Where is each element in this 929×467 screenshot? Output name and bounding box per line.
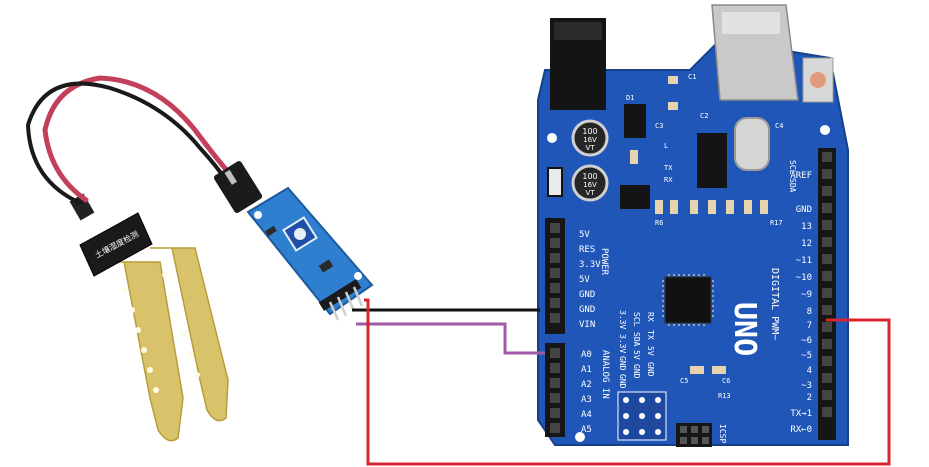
svg-text:R17: R17 bbox=[770, 219, 783, 227]
svg-text:5V: 5V bbox=[646, 346, 655, 356]
svg-text:A2: A2 bbox=[581, 380, 592, 390]
svg-text:RX: RX bbox=[646, 312, 655, 322]
svg-text:SDA: SDA bbox=[788, 178, 797, 193]
module-pins bbox=[328, 286, 364, 321]
svg-text:~11: ~11 bbox=[796, 256, 812, 266]
svg-text:~10: ~10 bbox=[796, 273, 812, 283]
analog-header-title: ANALOG IN bbox=[600, 350, 610, 399]
probe-dots bbox=[122, 272, 200, 393]
electrolytic-capacitor-1: 100 16V VT bbox=[571, 119, 609, 157]
svg-text:5V: 5V bbox=[579, 230, 590, 240]
svg-text:100: 100 bbox=[582, 172, 597, 181]
mid-pin-labels: RX TX 5V GND SCL SDA 5V GND 3.3V 3.3V GN… bbox=[618, 310, 655, 389]
svg-text:C4: C4 bbox=[775, 122, 783, 130]
crystal-oscillator bbox=[734, 117, 770, 171]
svg-text:R6: R6 bbox=[655, 219, 663, 227]
svg-text:13: 13 bbox=[801, 222, 812, 232]
icsp-label: ICSP bbox=[718, 424, 727, 443]
svg-text:3.3V: 3.3V bbox=[579, 260, 601, 270]
svg-text:4: 4 bbox=[807, 366, 812, 376]
svg-text:16V: 16V bbox=[583, 181, 597, 189]
svg-text:A1: A1 bbox=[581, 365, 592, 375]
uno-logo: UNO bbox=[727, 302, 762, 356]
svg-text:GND: GND bbox=[796, 205, 812, 215]
svg-text:12: 12 bbox=[801, 239, 812, 249]
svg-text:100: 100 bbox=[582, 127, 597, 136]
svg-text:RX: RX bbox=[664, 176, 673, 184]
svg-text:2: 2 bbox=[807, 393, 812, 403]
svg-text:D1: D1 bbox=[626, 94, 634, 102]
svg-text:C5: C5 bbox=[680, 377, 688, 385]
svg-text:~5: ~5 bbox=[801, 351, 812, 361]
smd-components bbox=[630, 76, 768, 374]
svg-text:5V: 5V bbox=[632, 350, 641, 360]
svg-text:VT: VT bbox=[585, 189, 595, 197]
soil-moisture-probe: 土壤湿度检测 bbox=[69, 193, 229, 442]
svg-text:A4: A4 bbox=[581, 410, 592, 420]
electrolytic-capacitor-2: 100 16V VT bbox=[571, 164, 609, 202]
svg-text:TX: TX bbox=[664, 164, 673, 172]
svg-text:C1: C1 bbox=[688, 73, 696, 81]
svg-text:VIN: VIN bbox=[579, 320, 595, 330]
svg-text:GND: GND bbox=[646, 362, 655, 377]
svg-text:A5: A5 bbox=[581, 425, 592, 435]
svg-text:SCL: SCL bbox=[632, 312, 641, 327]
digital-header-title: DIGITAL PWM~ bbox=[769, 268, 780, 340]
svg-text:SDA: SDA bbox=[632, 332, 641, 347]
svg-text:8: 8 bbox=[807, 307, 812, 317]
svg-text:C3: C3 bbox=[655, 122, 663, 130]
probe-head bbox=[79, 212, 153, 277]
microcontroller-chip bbox=[664, 276, 712, 324]
svg-text:16V: 16V bbox=[583, 136, 597, 144]
svg-text:GND: GND bbox=[579, 305, 595, 315]
svg-text:TX: TX bbox=[646, 330, 655, 340]
module-pcb bbox=[246, 186, 374, 316]
usb-chip bbox=[697, 133, 727, 188]
svg-text:3.3V: 3.3V bbox=[618, 334, 627, 353]
svg-text:R13: R13 bbox=[718, 392, 731, 400]
svg-text:GND: GND bbox=[579, 290, 595, 300]
probe-wire-red bbox=[42, 75, 243, 203]
svg-text:L: L bbox=[664, 142, 668, 150]
probe-prong-right bbox=[150, 247, 229, 422]
wire-signal-purple bbox=[356, 322, 545, 355]
component-silkscreen: C1 C2 C3 C4 C5 C6 R17 R6 R13 D1 L TX RX bbox=[626, 73, 783, 400]
svg-text:3.3V: 3.3V bbox=[618, 310, 627, 329]
svg-text:5V: 5V bbox=[579, 275, 590, 285]
board-pcb bbox=[537, 38, 849, 446]
digital-pin-labels: AREF GND 13 12 ~11 ~10 ~9 8 7 ~6 ~5 4 ~3… bbox=[790, 171, 812, 435]
svg-text:A0: A0 bbox=[581, 350, 592, 360]
svg-text:TX→1: TX→1 bbox=[790, 409, 812, 419]
svg-text:GND: GND bbox=[618, 356, 627, 371]
svg-text:~9: ~9 bbox=[801, 290, 812, 300]
module-input-connector bbox=[213, 160, 263, 214]
svg-text:VT: VT bbox=[585, 144, 595, 152]
probe-wire-black bbox=[25, 81, 234, 205]
wire-vcc-red bbox=[364, 298, 891, 466]
sensor-module bbox=[213, 160, 374, 321]
svg-text:GND: GND bbox=[632, 364, 641, 379]
svg-text:~6: ~6 bbox=[801, 336, 812, 346]
power-pin-labels: 5V RES 3.3V 5V GND GND VIN bbox=[579, 230, 601, 330]
power-header-title: POWER bbox=[599, 248, 609, 276]
svg-text:RES: RES bbox=[579, 245, 595, 255]
svg-text:SCL: SCL bbox=[788, 160, 797, 175]
svg-text:GND: GND bbox=[618, 374, 627, 389]
svg-text:RX←0: RX←0 bbox=[790, 425, 812, 435]
svg-text:7: 7 bbox=[807, 321, 812, 331]
arduino-board: 100 16V VT 100 16V VT C1 C2 C3 C4 C5 C6 … bbox=[537, 4, 849, 447]
svg-text:AREF: AREF bbox=[790, 171, 812, 181]
pin-grid bbox=[617, 391, 667, 441]
svg-text:C6: C6 bbox=[722, 377, 730, 385]
svg-text:~3: ~3 bbox=[801, 381, 812, 391]
analog-pin-labels: A0 A1 A2 A3 A4 A5 bbox=[581, 350, 592, 435]
svg-text:C2: C2 bbox=[700, 112, 708, 120]
svg-text:A3: A3 bbox=[581, 395, 592, 405]
